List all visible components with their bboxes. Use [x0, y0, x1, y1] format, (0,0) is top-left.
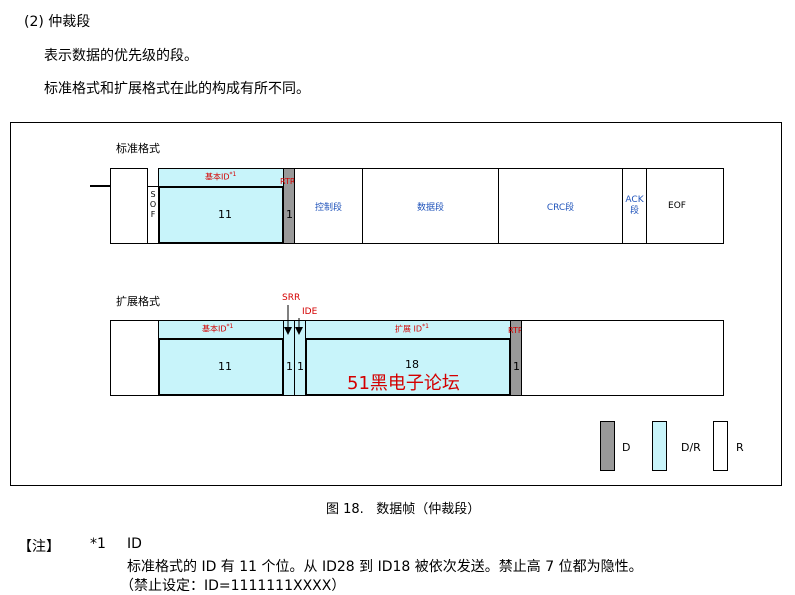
legend-recessive-label: R [736, 441, 744, 454]
note-line-1: 标准格式的 ID 有 11 个位。从 ID28 到 ID18 被依次发送。禁止高… [127, 559, 643, 575]
description-line-1: 表示数据的优先级的段。 [44, 48, 198, 64]
note-title: ID [127, 536, 142, 552]
std-crc-field: CRC段 [498, 168, 623, 244]
ext-ext-id-label: 扩展 ID*1 [395, 323, 429, 334]
std-eof-field: EOF [646, 168, 708, 244]
figure-caption: 图 18. 数据帧（仲裁段） [326, 502, 481, 517]
legend-dominant-label: D [622, 441, 631, 454]
ext-base-id-bits: 11 [218, 360, 232, 373]
description-line-2: 标准格式和扩展格式在此的构成有所不同。 [44, 81, 310, 97]
frame-diagram-panel [10, 122, 782, 486]
std-data-field: 数据段 [362, 168, 499, 244]
watermark-text: 51黑电子论坛 [347, 373, 460, 394]
std-rtr-label: RTR [280, 177, 296, 186]
extended-format-title: 扩展格式 [116, 295, 160, 308]
legend-dominant-swatch [600, 421, 615, 471]
std-base-id-bits: 11 [218, 208, 232, 221]
bus-idle-line [90, 185, 110, 187]
legend-dr-swatch [652, 421, 667, 471]
ide-arrow-icon [295, 327, 303, 335]
ext-rtr-bits: 1 [513, 360, 520, 373]
ext-idle-field [110, 320, 159, 396]
legend-recessive-swatch [713, 421, 728, 471]
std-idle-field [110, 168, 148, 244]
std-rtr-bits: 1 [286, 208, 293, 221]
ext-ide-bits: 1 [297, 360, 304, 373]
note-tag: 【注】 [18, 539, 60, 555]
ext-srr-label: SRR [282, 293, 301, 303]
ext-ext-id-field [305, 338, 511, 396]
note-line-2: （禁止设定：ID=1111111XXXX） [120, 578, 346, 594]
ext-base-id-label: 基本ID*1 [202, 323, 234, 334]
std-tail-field [707, 168, 724, 244]
ext-rtr-label: RTR [508, 326, 524, 335]
ext-tail-field [521, 320, 724, 396]
legend-dr-label: D/R [681, 441, 701, 454]
section-heading: (2) 仲裁段 [24, 14, 91, 30]
standard-format-title: 标准格式 [116, 142, 160, 155]
ext-ide-label: IDE [302, 307, 318, 317]
std-base-id-field [158, 186, 284, 244]
srr-arrow-icon [284, 327, 292, 335]
ext-srr-bits: 1 [286, 360, 293, 373]
ext-ext-id-bits: 18 [405, 358, 419, 371]
std-base-id-label: 基本ID*1 [205, 171, 237, 182]
note-number: *1 [90, 536, 106, 552]
